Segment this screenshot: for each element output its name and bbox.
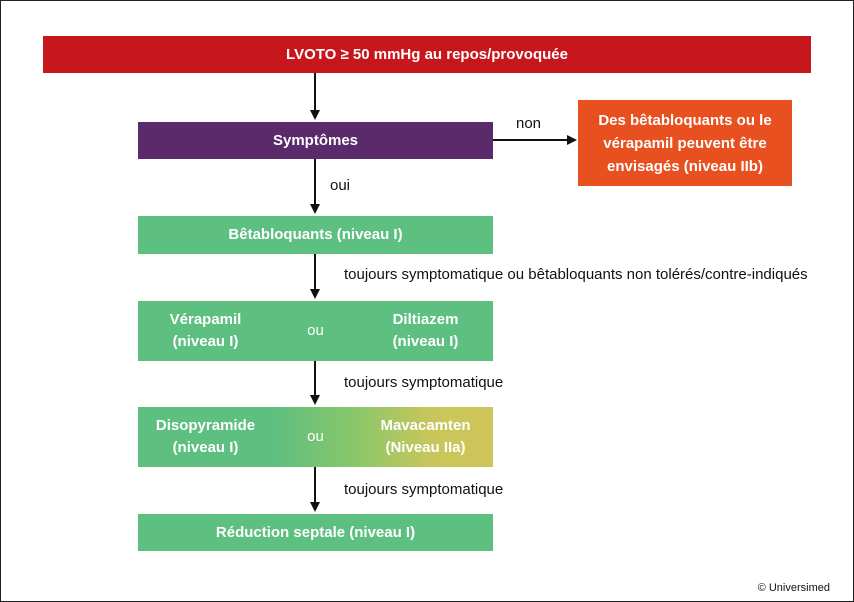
step3-left-line1: Disopyramide [155,417,256,434]
symptoms-label: Symptômes [272,131,359,149]
step2-right-line1: Diltiazem [392,311,459,328]
yes-label: oui [330,177,351,194]
step2-left-option: Vérapamil (niveau I) [138,301,273,361]
step2-box: Vérapamil (niveau I) ou Diltiazem (nivea… [138,301,493,361]
no-outcome-box: Des bêtabloquants ou le vérapamil peuven… [578,100,792,186]
note3-label: toujours symptomatique [344,481,504,498]
step2-left-line2: (niveau I) [172,333,239,350]
step4-label: Réduction septale (niveau I) [215,523,416,541]
step1-box: Bêtabloquants (niveau I) [138,216,493,254]
step3-right-line2: (Niveau IIa) [385,439,466,456]
step4-box: Réduction septale (niveau I) [138,514,493,551]
step3-right-line1: Mavacamten [380,417,471,434]
note1-label: toujours symptomatique ou bêtabloquants … [344,266,808,283]
step3-or: ou [307,428,324,445]
step2-left-line1: Vérapamil [169,311,242,328]
start-label: LVOTO ≥ 50 mmHg au repos/provoquée [286,45,568,63]
step1-label: Bêtabloquants (niveau I) [228,226,403,243]
symptoms-box: Symptômes [138,122,493,159]
step2-or: ou [307,322,324,339]
step3-box: Disopyramide (niveau I) ou Mavacamten (N… [138,407,493,467]
no-outcome-label: Des bêtabloquants ou le vérapamil peuven… [598,111,772,175]
copyright-notice: © Universimed [757,582,830,594]
step2-right-line2: (niveau I) [392,333,459,350]
step2-right-option: Diltiazem (niveau I) [358,301,493,361]
step3-left-line2: (niveau I) [172,439,239,456]
step3-right-option: Mavacamten (Niveau IIa) [358,407,493,467]
step3-left-option: Disopyramide (niveau I) [138,407,273,467]
no-label: non [516,115,542,132]
note2-label: toujours symptomatique [344,374,504,391]
start-box: LVOTO ≥ 50 mmHg au repos/provoquée [43,36,811,73]
